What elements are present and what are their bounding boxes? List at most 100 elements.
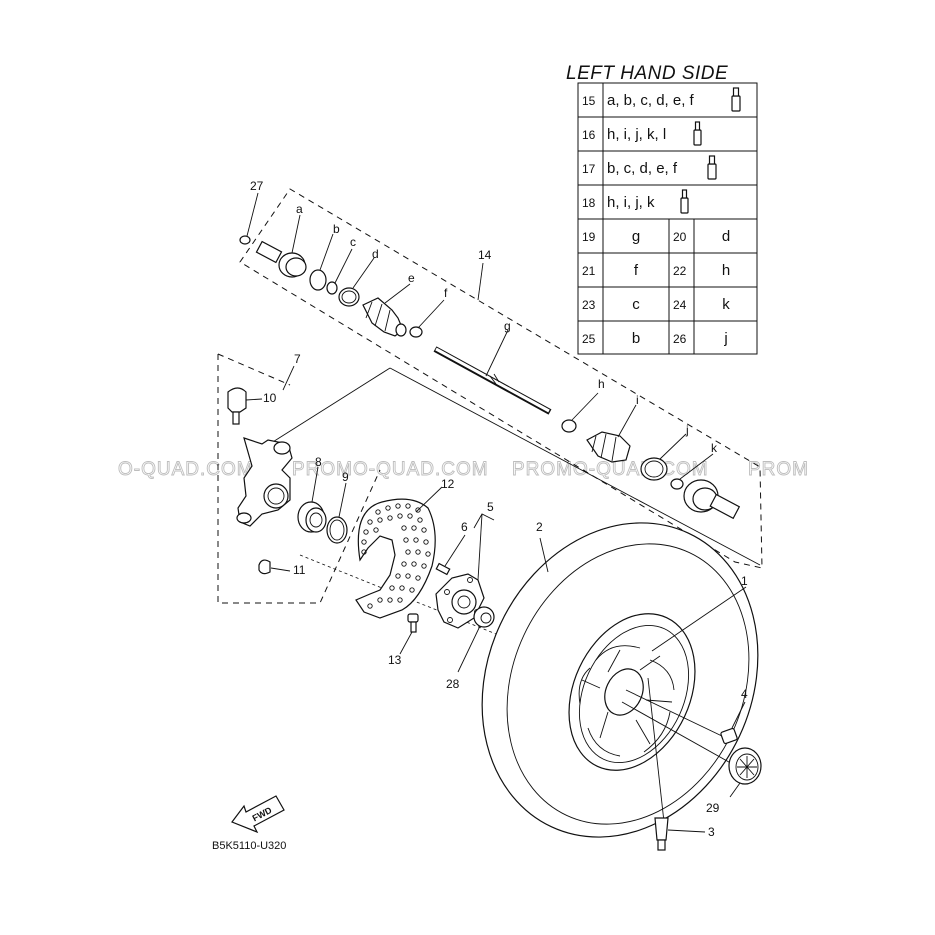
row-number: 15 [582,94,596,108]
row-value: g [632,228,640,245]
boot-e: e [362,271,415,337]
table-row: 17 b, c, d, e, f [582,155,717,180]
row-number: 25 [582,332,596,346]
valve-3: 3 [654,817,715,851]
band-j: j [640,423,689,481]
callout-10: 10 [263,391,277,405]
hub-5: 5 [435,500,495,629]
row-text: h, i, j, k [607,194,655,211]
table-row: 19 g 20 d [582,228,730,245]
row-value: c [632,296,640,313]
shaft-g: g [433,319,552,415]
table-row: 21 f 22 h [582,262,730,279]
callout-7: 7 [294,352,301,366]
fwd-arrow-icon: FWD [231,795,285,834]
callout-e: e [408,271,415,285]
clip-c: c [326,235,356,295]
callout-13: 13 [388,653,402,667]
boot-i: i [586,393,639,463]
callout-f: f [444,286,448,300]
ring-b: b [309,222,340,291]
circlip-27: 27 [239,179,264,245]
nut-4: 4 [720,687,748,745]
bearing-8: 8 [297,455,327,533]
callout-j: j [685,423,689,437]
table-title: LEFT HAND SIDE [566,63,728,84]
tube-icon [693,121,702,146]
tube-icon [680,189,689,214]
callout-i: i [636,393,639,407]
row-text: h, i, j, k, l [607,126,666,143]
row-number: 24 [673,298,687,312]
callout-28: 28 [446,677,460,691]
outer-joint-a: a [255,202,307,278]
row-value: h [722,262,730,279]
callout-6: 6 [461,520,468,534]
cotter-pin-11: 11 [258,559,306,577]
callout-b: b [333,222,340,236]
watermark-text-1: PROMO-QUAD.COM [292,459,489,480]
tube-icon [731,87,741,112]
callout-5: 5 [487,500,494,514]
watermark-text-2: PROMO-QUAD.COM [512,459,709,480]
band-f: f [409,286,448,338]
callout-c: c [350,235,356,249]
row-number: 20 [673,230,687,244]
callout-1: 1 [741,574,748,588]
callout-29: 29 [706,801,720,815]
row-value: f [634,262,639,279]
callout-8: 8 [315,455,322,469]
row-value: b [632,330,640,347]
clip-k: k [670,441,718,490]
diagram-code: B5K5110-U320 [212,840,286,852]
table-row: 15 a, b, c, d, e, f [582,87,741,112]
row-value: d [722,228,730,245]
callout-g: g [504,319,511,333]
callout-2: 2 [536,520,543,534]
bolt-13: 13 [388,613,419,667]
callout-4: 4 [741,687,748,701]
callout-d: d [372,247,379,261]
knuckle-group-outline [217,354,381,604]
circlip-9: 9 [326,470,349,544]
lubricant-table: 15 a, b, c, d, e, f 16 h, i, j, k, l 17 … [577,82,758,355]
row-value: j [723,330,727,347]
hub-cap-29: 29 [706,747,762,815]
watermark: O-QUAD.COM PROMO-QUAD.COM PROMO-QUAD.COM… [118,459,809,481]
row-number: 21 [582,264,596,278]
row-number: 22 [673,264,687,278]
row-text: b, c, d, e, f [607,160,678,177]
watermark-fragment-left: O-QUAD.COM [118,459,254,480]
table-row: 25 b 26 j [582,330,728,347]
callout-9: 9 [342,470,349,484]
row-number: 17 [582,162,596,176]
row-number: 18 [582,196,596,210]
row-text: a, b, c, d, e, f [607,92,695,109]
row-value: k [722,296,730,313]
callout-3: 3 [708,825,715,839]
row-number: 19 [582,230,596,244]
band-d: d [338,247,379,307]
row-number: 23 [582,298,596,312]
brake-disc-12: 12 [355,477,455,619]
callout-h: h [598,377,605,391]
callout-a: a [296,202,303,216]
ball-joint-10: 10 [227,387,277,425]
watermark-fragment-right: PROM [748,459,809,480]
band-h: h [561,377,605,433]
bolt-6: 6 [435,520,468,576]
tube-icon [707,155,717,180]
callout-12: 12 [441,477,455,491]
table-row: 23 c 24 k [582,296,730,313]
row-number: 26 [673,332,687,346]
callout-14: 14 [478,248,492,262]
callout-k: k [711,441,718,455]
inner-joint [683,479,741,520]
table-row: 16 h, i, j, k, l [582,121,702,146]
steering-knuckle [236,437,293,527]
callout-11: 11 [293,563,306,577]
wheel-rim-1: 1 [568,574,748,771]
table-row: 18 h, i, j, k [582,189,689,214]
row-number: 16 [582,128,596,142]
